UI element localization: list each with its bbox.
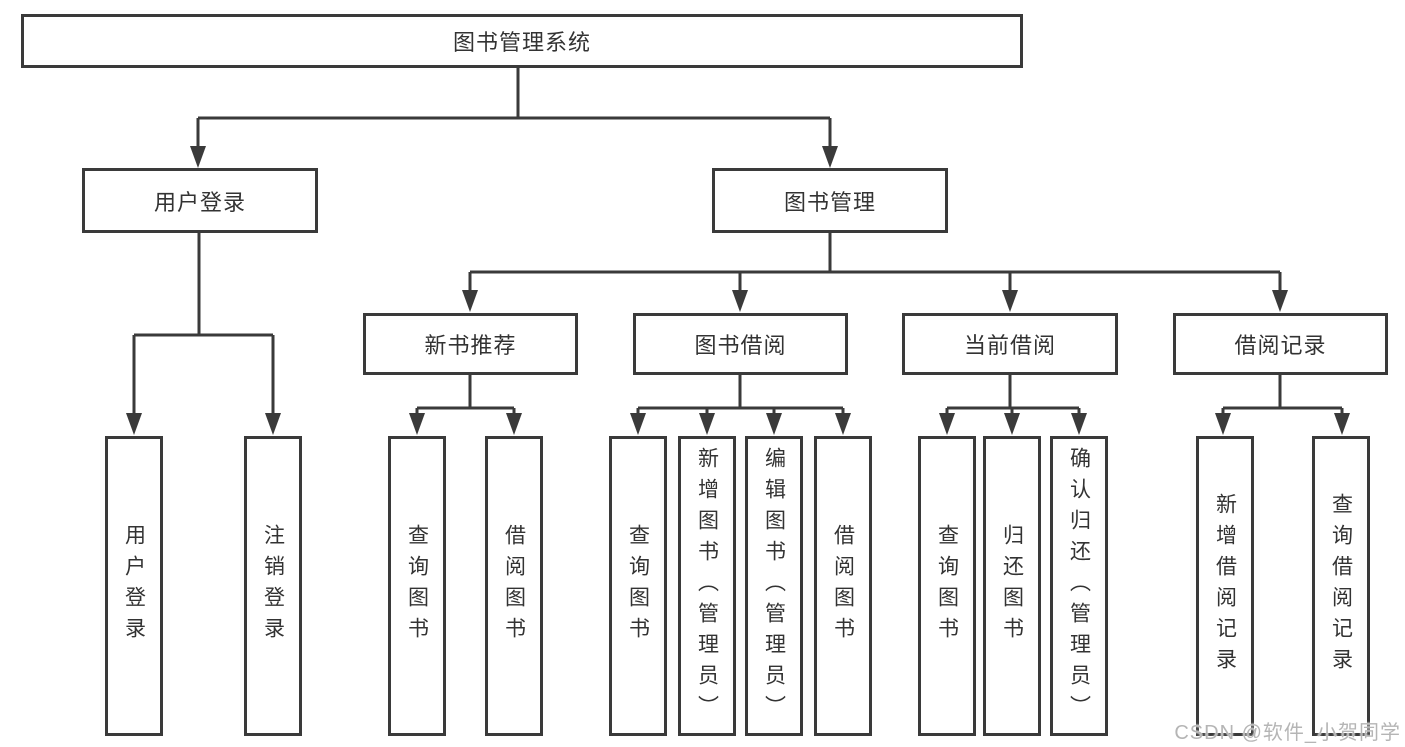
node-label: 用户登录 xyxy=(153,189,246,215)
arrow-down-icon xyxy=(126,413,142,435)
leaf-label: 借阅图书 xyxy=(831,524,855,648)
leaf-label: 确认归还（管理员） xyxy=(1067,446,1091,726)
leaf-confirm-return-admin: 确认归还（管理员） xyxy=(1050,436,1108,736)
node-current-borrowing: 当前借阅 xyxy=(902,313,1118,375)
leaf-add-borrow-record: 新增借阅记录 xyxy=(1196,436,1254,736)
arrow-down-icon xyxy=(462,290,478,312)
leaf-borrow-books-2: 借阅图书 xyxy=(814,436,872,736)
leaf-edit-books-admin: 编辑图书（管理员） xyxy=(745,436,803,736)
leaf-borrow-books-1: 借阅图书 xyxy=(485,436,543,736)
arrow-down-icon xyxy=(1002,290,1018,312)
leaf-label: 查询图书 xyxy=(935,524,959,648)
node-user-login: 用户登录 xyxy=(82,168,318,233)
node-book-borrowing: 图书借阅 xyxy=(633,313,848,375)
leaf-search-books-1: 查询图书 xyxy=(388,436,446,736)
arrow-down-icon xyxy=(766,413,782,435)
arrow-down-icon xyxy=(409,413,425,435)
arrow-down-icon xyxy=(822,146,838,168)
leaf-label: 归还图书 xyxy=(1000,524,1024,648)
leaf-label: 用户登录 xyxy=(122,524,146,648)
leaf-search-books-2: 查询图书 xyxy=(609,436,667,736)
leaf-user-login: 用户登录 xyxy=(105,436,163,736)
arrow-down-icon xyxy=(699,413,715,435)
leaf-label: 查询借阅记录 xyxy=(1329,493,1353,679)
leaf-search-books-3: 查询图书 xyxy=(918,436,976,736)
arrow-down-icon xyxy=(939,413,955,435)
leaf-label: 查询图书 xyxy=(405,524,429,648)
node-borrowing-records: 借阅记录 xyxy=(1173,313,1388,375)
arrow-down-icon xyxy=(1334,413,1350,435)
node-label: 图书管理 xyxy=(783,189,876,215)
leaf-label: 编辑图书（管理员） xyxy=(762,446,786,726)
arrow-down-icon xyxy=(265,413,281,435)
node-new-book-recommendation: 新书推荐 xyxy=(363,313,578,375)
leaf-add-books-admin: 新增图书（管理员） xyxy=(678,436,736,736)
node-label: 图书管理系统 xyxy=(452,30,591,55)
arrow-down-icon xyxy=(1004,413,1020,435)
arrow-down-icon xyxy=(732,290,748,312)
arrow-down-icon xyxy=(630,413,646,435)
leaf-label: 新增借阅记录 xyxy=(1213,493,1237,679)
node-label: 图书借阅 xyxy=(694,333,787,358)
arrow-down-icon xyxy=(190,146,206,168)
leaf-label: 查询图书 xyxy=(626,524,650,648)
leaf-search-borrow-record: 查询借阅记录 xyxy=(1312,436,1370,736)
node-library-management-system: 图书管理系统 xyxy=(21,14,1023,68)
node-label: 借阅记录 xyxy=(1234,333,1327,358)
leaf-label: 借阅图书 xyxy=(502,524,526,648)
leaf-label: 新增图书（管理员） xyxy=(695,446,719,726)
arrow-down-icon xyxy=(506,413,522,435)
leaf-return-books: 归还图书 xyxy=(983,436,1041,736)
node-label: 当前借阅 xyxy=(963,333,1056,358)
arrow-down-icon xyxy=(1215,413,1231,435)
arrow-down-icon xyxy=(835,413,851,435)
arrow-down-icon xyxy=(1071,413,1087,435)
csdn-watermark: CSDN @软件_小贺同学 xyxy=(1174,722,1401,744)
node-label: 新书推荐 xyxy=(424,333,517,358)
node-book-management: 图书管理 xyxy=(712,168,948,233)
leaf-logout: 注销登录 xyxy=(244,436,302,736)
leaf-label: 注销登录 xyxy=(261,524,285,648)
arrow-down-icon xyxy=(1272,290,1288,312)
